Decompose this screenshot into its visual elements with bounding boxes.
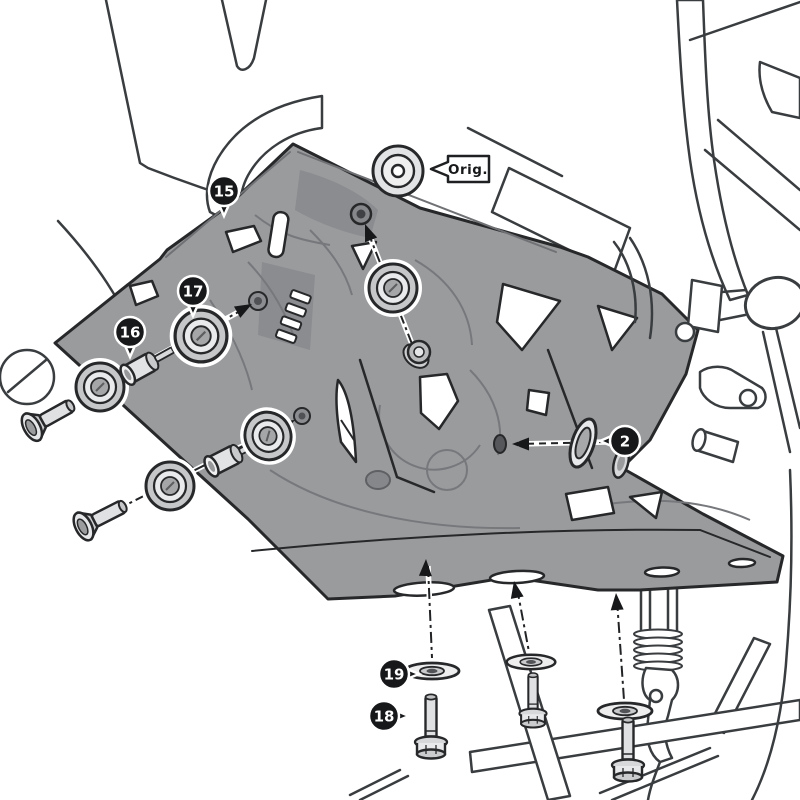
axis-line-bottom-3	[616, 599, 625, 701]
flat-washer-3	[596, 701, 654, 721]
callout-badge-18: 18	[367, 699, 413, 733]
callout-label-2: 2	[620, 433, 630, 451]
frame-brace-lines	[688, 0, 800, 232]
brake-lever-pivot	[738, 388, 758, 408]
callout-badge-16: 16	[113, 315, 147, 361]
rear-flange-slot-1	[392, 581, 456, 597]
frame-pivot-slash	[6, 358, 48, 394]
skid-plate-body	[53, 142, 785, 601]
cutout-triangle-right	[495, 282, 562, 352]
callout-label-19: 19	[384, 666, 405, 684]
rear-flange-slot-2	[488, 569, 546, 585]
cutout-slot-b	[128, 279, 160, 307]
rear-wheel-edge	[750, 468, 793, 800]
side-mount-grommet	[568, 417, 631, 479]
rear-hugger-arcs	[612, 236, 654, 340]
original-grommet	[371, 144, 425, 198]
motorcycle-foreground-lineart	[612, 0, 800, 800]
cutout-quad-right	[525, 388, 551, 417]
footpeg-links	[718, 288, 748, 322]
bracket-ribs	[274, 289, 312, 344]
callout-badge-17: 17	[176, 274, 210, 320]
cutout-rear-triangle	[628, 490, 664, 520]
grommet-washer-upper-a	[71, 358, 129, 416]
orig-tag: Orig.	[429, 154, 491, 184]
rear-flange-slot-3	[643, 566, 681, 578]
hex-bolt-1	[413, 693, 449, 760]
axis-line-bottom-1	[427, 565, 433, 659]
flat-washer-2	[505, 653, 557, 671]
grommet-washer-lower-a	[141, 457, 199, 515]
footpeg-end	[743, 275, 800, 331]
pivot-small-circle	[674, 321, 696, 343]
callout-label-16: 16	[120, 324, 141, 342]
center-grommet	[364, 259, 422, 317]
skid-plate	[53, 142, 785, 601]
mount-holes	[248, 202, 507, 454]
arrow-bottom-3	[609, 592, 624, 611]
frame-gusset	[758, 60, 800, 120]
cutout-triangle-center	[350, 240, 378, 271]
callout-label-18: 18	[374, 708, 395, 726]
cutout-triangle-far-right	[596, 304, 639, 352]
fork-tube-lines	[220, 0, 268, 71]
callout-label-17: 17	[183, 283, 204, 301]
pipe-hanger-rib-slot	[267, 210, 290, 259]
plate-cutout-holes	[128, 210, 757, 597]
callout-badge-2: 2	[596, 424, 642, 458]
frame-lower-brace-lines	[348, 746, 720, 800]
rear-flange-slot-4	[727, 557, 757, 569]
callout-badges: 15 17 16 2 19 18	[113, 174, 642, 733]
cutout-sliver	[335, 378, 358, 464]
axis-line-bottom-2	[516, 587, 530, 653]
fastener-assemblies: Orig.	[16, 144, 654, 783]
grommet-washer-upper-b	[172, 307, 230, 365]
brake-cylinder-end	[691, 428, 707, 452]
footpeg-bracket	[686, 278, 724, 334]
callout-label-15: 15	[214, 183, 235, 201]
cutout-rear-trapezoid	[564, 485, 616, 522]
flat-head-bolt-lower	[68, 490, 134, 545]
orig-tag-label: Orig.	[448, 162, 488, 178]
cutout-slot-a	[224, 224, 263, 254]
callout-badge-19: 19	[377, 657, 423, 691]
cutout-pentagon	[418, 372, 460, 431]
subframe-tubes	[761, 326, 800, 454]
lower-frame-tubes	[348, 604, 800, 800]
frame-main-spar	[675, 0, 750, 302]
panel-top-line	[466, 126, 564, 178]
callout-badge-15: 15	[207, 174, 241, 220]
